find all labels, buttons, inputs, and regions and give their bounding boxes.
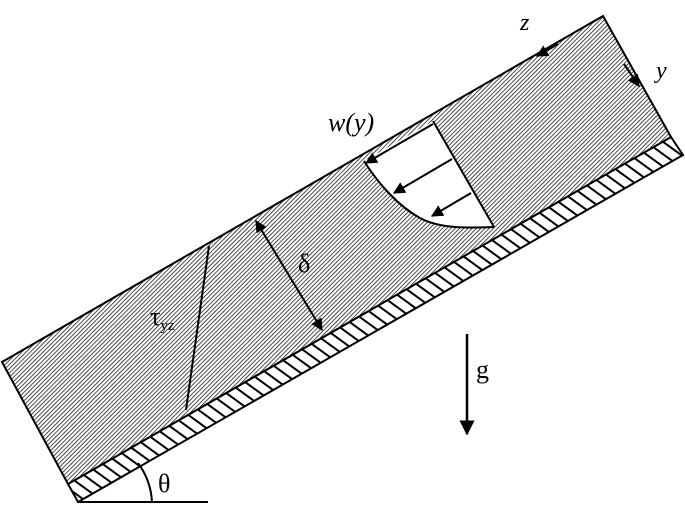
shear-stress-label: τyz bbox=[150, 302, 175, 334]
y-axis-arrow-icon bbox=[623, 63, 640, 87]
velocity-arrow-3 bbox=[430, 192, 472, 217]
gravity-label: g bbox=[476, 355, 489, 384]
velocity-arrow-2 bbox=[392, 158, 453, 194]
z-axis-arrow-icon bbox=[535, 43, 559, 57]
shear-stress-symbol: τ bbox=[150, 302, 160, 331]
shear-stress-line bbox=[185, 245, 210, 411]
velocity-profile-region bbox=[364, 121, 494, 228]
incline-angle-label: θ bbox=[158, 469, 170, 498]
velocity-profile-label: w(y) bbox=[328, 108, 374, 137]
thickness-arrow bbox=[255, 219, 323, 332]
profile-baseline bbox=[432, 120, 495, 228]
film-thickness-label: δ bbox=[298, 249, 310, 278]
velocity-profile-curve bbox=[363, 160, 495, 229]
y-axis-label: y bbox=[654, 58, 667, 84]
shear-stress-subscript: yz bbox=[160, 318, 175, 334]
liquid-film bbox=[0, 14, 673, 486]
angle-arc bbox=[137, 462, 153, 503]
z-axis-label: z bbox=[519, 10, 530, 36]
velocity-arrow-1 bbox=[364, 123, 434, 164]
